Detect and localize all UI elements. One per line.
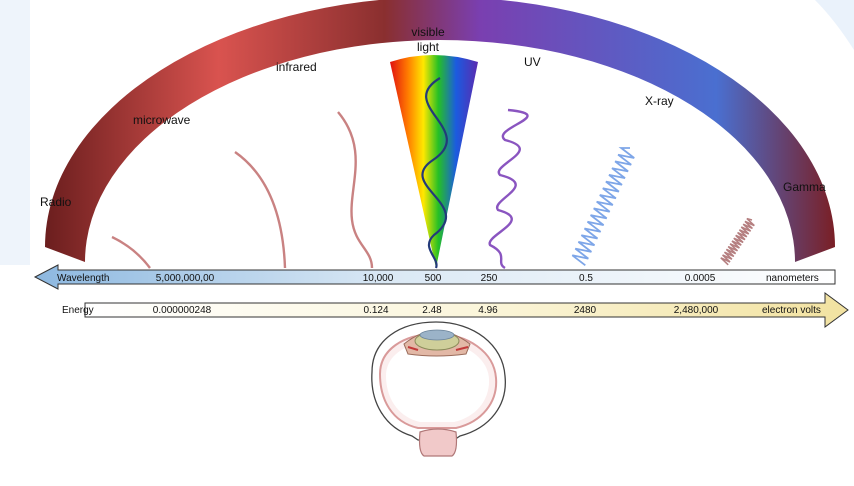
eye-cross-section-icon [371, 321, 506, 457]
band-label-uv: UV [524, 55, 541, 69]
energy-unit: electron volts [762, 305, 821, 316]
visible-wave [421, 77, 448, 269]
wavelength-value-5: 0.5 [579, 273, 593, 284]
corner-shade-left [0, 0, 30, 265]
wavelength-value-4: 250 [481, 273, 498, 284]
energy-value-4: 4.96 [478, 305, 498, 316]
band-label-xray: X-ray [645, 94, 674, 108]
energy-value-5: 2480 [574, 305, 597, 316]
wavelength-value-3: 500 [425, 273, 442, 284]
microwave-wave [234, 151, 287, 269]
energy-label: Energy [62, 305, 94, 316]
energy-value-6: 2,480,000 [674, 305, 719, 316]
energy-arrow [84, 292, 849, 328]
spectrum-arc [45, 0, 835, 262]
wavelength-arrow [33, 264, 836, 290]
energy-value-2: 0.124 [363, 305, 388, 316]
wavelength-value-1: 5,000,000,00 [156, 273, 215, 284]
corner-shade-right [815, 0, 854, 50]
infrared-wave [337, 111, 374, 269]
band-label-radio: Radio [40, 195, 72, 209]
radio-wave [111, 235, 151, 269]
band-label-infrared: infrared [276, 60, 317, 74]
xray-wave [571, 147, 635, 267]
band-label-visible-2: light [417, 40, 440, 54]
band-label-gamma: Gamma [783, 180, 826, 194]
energy-value-1: 0.000000248 [153, 305, 212, 316]
wavelength-value-2: 10,000 [363, 273, 394, 284]
gamma-wave [720, 217, 755, 266]
wavelength-value-6: 0.0005 [685, 273, 716, 284]
energy-value-3: 2.48 [422, 305, 442, 316]
uv-wave [488, 108, 529, 270]
band-label-visible-1: visible [411, 25, 445, 39]
wavelength-unit: nanometers [766, 273, 819, 284]
wavelength-label: Wavelength [57, 273, 109, 284]
band-label-microwave: microwave [133, 113, 191, 127]
visible-light-cone [390, 55, 478, 268]
